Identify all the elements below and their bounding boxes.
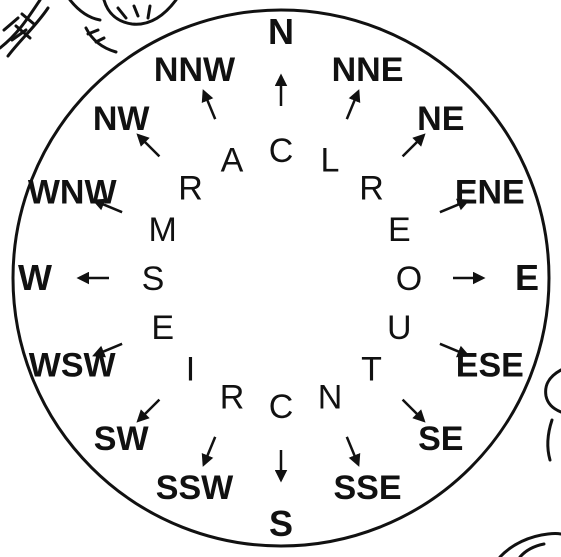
direction-label-n: N [268,11,294,52]
arrow-se [401,398,426,423]
ring-letter: I [186,351,195,389]
ring-letter: T [361,351,382,389]
direction-label-se: SE [418,420,463,458]
ring-letter: O [396,260,422,298]
ring-letter: U [387,309,412,347]
compass-circle [11,8,551,548]
foliage-illustration [498,368,561,557]
direction-label-ssw: SSW [156,469,234,507]
direction-label-nnw: NNW [154,51,236,89]
arrow-ese [439,342,470,358]
arrow-nne [345,89,361,120]
ring-letter: M [149,211,177,249]
direction-label-sse: SSE [333,469,401,507]
direction-label-ene: ENE [455,174,525,212]
direction-label-s: S [269,503,293,544]
direction-label-ese: ESE [456,347,524,385]
arrow-ne [401,133,426,158]
arrow-wnw [92,198,123,214]
direction-label-nw: NW [93,100,151,138]
arrow-layer [76,73,486,483]
direction-label-ne: NE [417,100,464,138]
ring-letter: C [269,388,294,426]
direction-label-e: E [515,257,539,298]
ring-letter: E [388,211,411,249]
arrow-ene [439,198,470,214]
arrow-nnw [201,89,217,120]
ring-letter: R [359,170,384,208]
ring-letter: C [269,132,294,170]
direction-label-nne: NNE [332,51,404,89]
direction-label-w: W [18,257,52,298]
ring-letter: E [151,309,174,347]
ring-letter: R [178,170,203,208]
direction-label-sw: SW [94,420,150,458]
arrow-sw [136,398,161,423]
arrow-wsw [92,342,123,358]
arrow-ssw [201,436,217,467]
arrow-sse [345,436,361,467]
ring-letter: A [221,142,244,180]
tree-branch-illustration [0,0,178,58]
ring-letter: N [318,378,343,416]
ring-letter: R [220,378,245,416]
arrow-nw [136,133,161,158]
ring-letter: S [142,260,165,298]
ring-letter: L [321,142,340,180]
